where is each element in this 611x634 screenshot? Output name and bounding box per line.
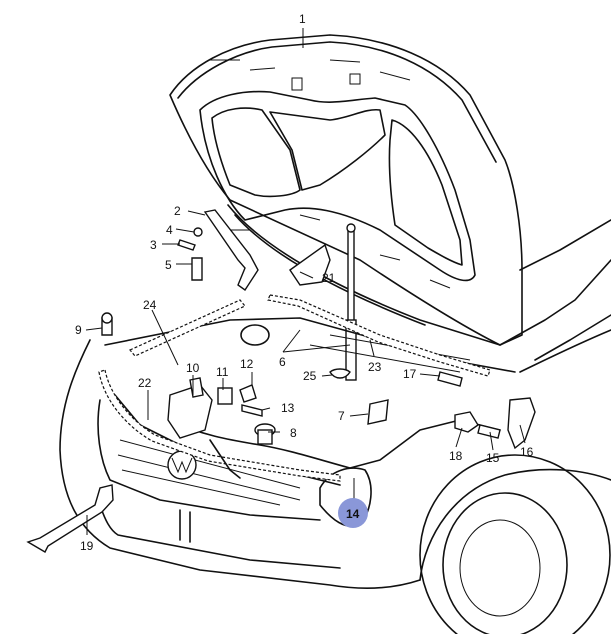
washer-4 [193, 227, 203, 237]
seal-strip-22 [98, 369, 341, 482]
callout-15: 15 [486, 451, 500, 465]
part-11 [217, 387, 233, 405]
callout-14-highlight: 14 [338, 498, 368, 528]
hood-lock [167, 384, 213, 439]
callout-23: 23 [368, 360, 382, 374]
callout-18: 18 [449, 449, 463, 463]
callout-9: 9 [75, 323, 82, 337]
hood-prop-rod [26, 484, 114, 553]
release-cable [169, 419, 501, 469]
hood-hinge [203, 209, 259, 291]
seal-strip-23 [267, 294, 491, 377]
hood-panel [169, 34, 523, 346]
callout-11: 11 [216, 365, 229, 379]
callout-3: 3 [150, 238, 157, 252]
callout-2: 2 [174, 204, 181, 218]
part-17 [437, 371, 463, 387]
callout-21: 21 [322, 271, 336, 285]
bolt-3 [177, 239, 196, 251]
part-25 [329, 368, 351, 379]
hood-strut [345, 223, 357, 381]
callout-7: 7 [338, 409, 345, 423]
bolt-5 [191, 257, 203, 281]
leader-lines [85, 28, 526, 535]
release-handle [507, 397, 536, 450]
hood-lock-striker [289, 243, 331, 286]
callout-12: 12 [240, 357, 254, 371]
callout-10: 10 [186, 361, 200, 375]
callout-labels: 1 2 3 4 5 6 7 8 9 10 11 12 13 14 15 16 1… [75, 12, 534, 553]
callout-13: 13 [281, 401, 295, 415]
callout-25: 25 [303, 369, 317, 383]
callout-4: 4 [166, 223, 173, 237]
callout-24: 24 [143, 298, 157, 312]
callout-22: 22 [138, 376, 152, 390]
callout-14: 14 [346, 507, 360, 521]
callout-19: 19 [80, 539, 94, 553]
callout-6: 6 [279, 355, 286, 369]
callout-8: 8 [290, 426, 297, 440]
bolt-13 [241, 404, 263, 417]
seal-strip-24 [129, 299, 246, 357]
callout-14-circle [338, 498, 368, 528]
part-7 [367, 399, 389, 425]
part-12 [239, 384, 257, 403]
callout-5: 5 [165, 258, 172, 272]
callout-16: 16 [520, 445, 534, 459]
callout-17: 17 [403, 367, 417, 381]
callout-1: 1 [299, 12, 306, 26]
part-18 [454, 411, 479, 433]
part-15 [477, 424, 501, 439]
